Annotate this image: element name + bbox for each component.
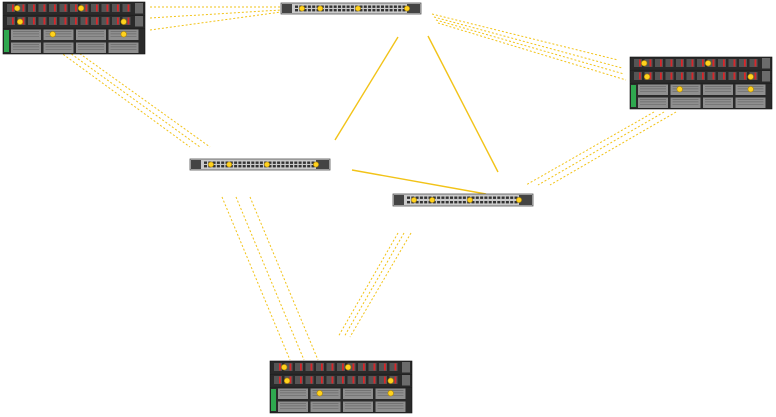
- link-line: [433, 16, 623, 69]
- port-link-dot: [411, 197, 417, 203]
- link-line: [437, 22, 627, 81]
- link-switch-middle-right-to-storage-array-bottom: [337, 232, 412, 338]
- link-switch-top-to-storage-array-right: [431, 13, 627, 81]
- port-link-dot: [747, 86, 754, 93]
- link-line: [221, 196, 291, 361]
- port-link-dot: [77, 5, 85, 12]
- port-link-dot: [283, 377, 291, 384]
- port-link-dot: [208, 161, 214, 168]
- port-link-dot: [264, 161, 270, 168]
- port-link-dot: [355, 5, 361, 12]
- port-link-dot: [387, 390, 394, 397]
- disk-enclosure: [629, 82, 773, 110]
- link-line: [431, 13, 619, 61]
- link-line: [427, 35, 499, 173]
- link-line: [343, 232, 405, 338]
- port-link-dot: [316, 390, 323, 397]
- link-line: [537, 111, 665, 186]
- port-link-dot: [747, 73, 754, 80]
- port-link-dot: [281, 364, 288, 371]
- link-switch-middle-left-to-storage-array-bottom: [221, 196, 319, 361]
- port-link-dot: [516, 197, 522, 203]
- link-line: [149, 11, 282, 31]
- port-link-dot: [404, 5, 410, 12]
- link-storage-array-top-left-to-switch-middle-left: [43, 27, 211, 148]
- disk-enclosure: [269, 386, 413, 414]
- link-storage-array-right-to-switch-middle-right: [525, 111, 677, 186]
- switch-port-block: [295, 5, 406, 12]
- switch-middle-left[interactable]: [189, 158, 331, 171]
- storage-array-top-left[interactable]: [2, 1, 146, 55]
- port-link-dot: [226, 161, 233, 168]
- link-line: [149, 9, 282, 19]
- link-line: [59, 51, 191, 148]
- link-line: [549, 111, 677, 186]
- controller-unit: [2, 1, 146, 15]
- link-line: [351, 169, 487, 195]
- port-link-dot: [387, 377, 394, 384]
- switch-chassis: [189, 158, 331, 171]
- link-line: [349, 232, 412, 338]
- link-line: [435, 19, 625, 75]
- link-switch-top-to-switch-middle-right: [427, 35, 499, 173]
- switch-top[interactable]: [280, 2, 422, 15]
- port-link-dot: [429, 197, 436, 203]
- switch-ear: [394, 195, 404, 205]
- link-line: [525, 111, 655, 186]
- switch-ear: [407, 4, 420, 13]
- links-layer: [43, 6, 677, 361]
- switch-middle-right[interactable]: [392, 193, 534, 207]
- controller-unit: [269, 360, 413, 374]
- port-link-dot: [345, 364, 352, 371]
- port-link-dot: [704, 60, 712, 67]
- port-link-dot: [120, 31, 127, 38]
- port-link-dot: [16, 18, 24, 25]
- port-link-dot: [317, 5, 324, 12]
- switch-ear: [282, 4, 292, 13]
- port-link-dot: [299, 5, 305, 12]
- port-link-dot: [49, 31, 56, 38]
- link-storage-array-top-left-to-switch-top: [149, 6, 282, 31]
- link-line: [337, 232, 399, 338]
- controller-unit: [629, 56, 773, 70]
- link-line: [51, 39, 201, 148]
- switch-chassis: [280, 2, 422, 15]
- port-link-dot: [14, 5, 21, 12]
- link-line: [249, 196, 319, 361]
- port-link-dot: [313, 161, 319, 168]
- link-switch-top-to-switch-middle-left: [334, 36, 399, 141]
- port-link-dot: [120, 18, 127, 25]
- switch-ear: [316, 160, 329, 169]
- port-link-dot: [467, 197, 473, 203]
- switch-ear: [191, 160, 201, 169]
- storage-array-bottom[interactable]: [269, 360, 413, 414]
- link-switch-middle-left-to-switch-middle-right: [351, 169, 487, 195]
- port-link-dot: [676, 86, 683, 93]
- port-link-dot: [641, 60, 648, 67]
- controller-unit: [629, 69, 773, 83]
- controller-unit: [269, 373, 413, 387]
- link-line: [334, 36, 399, 141]
- link-line: [235, 196, 305, 361]
- port-link-dot: [643, 73, 651, 80]
- storage-array-right[interactable]: [629, 56, 773, 110]
- switch-ear: [519, 195, 532, 205]
